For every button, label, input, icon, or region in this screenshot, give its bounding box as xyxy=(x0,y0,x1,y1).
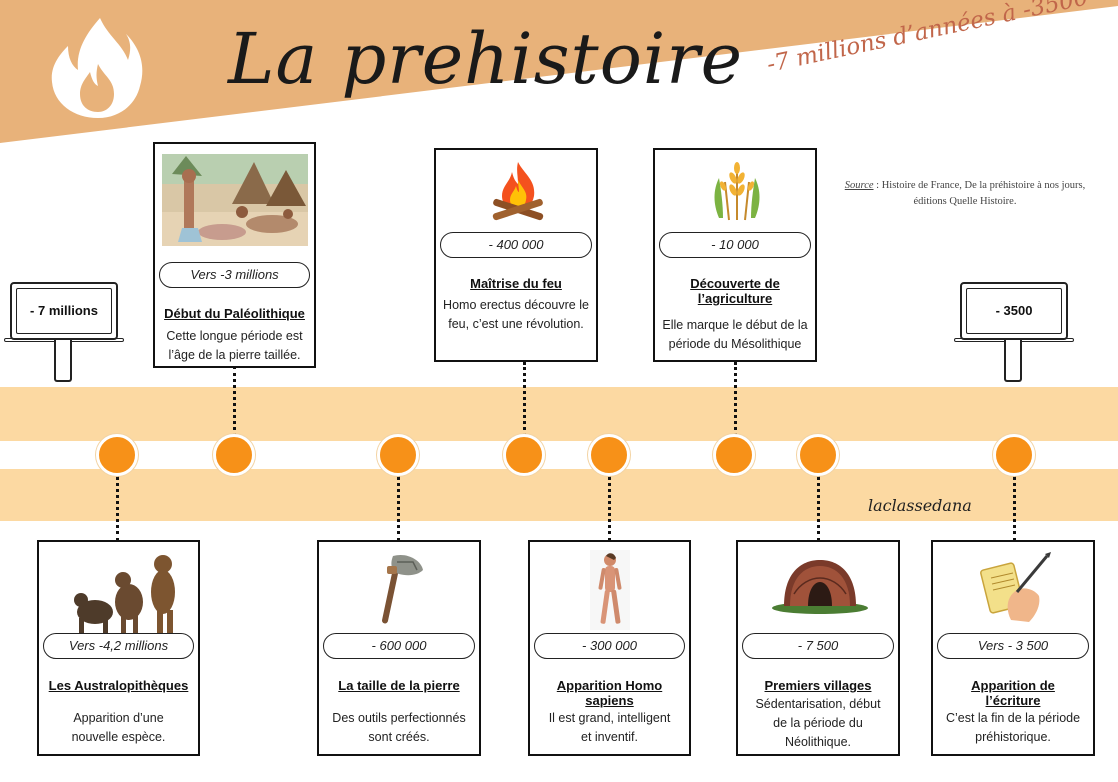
signpost-board: - 7 millions xyxy=(10,282,118,340)
event-description: C’est la fin de la période préhistorique… xyxy=(945,711,1081,744)
event-card-australopitheques: Vers -4,2 millions Les Australopithèques… xyxy=(37,540,200,756)
watermark: laclassedana xyxy=(868,496,972,515)
timeline-dot xyxy=(993,434,1035,476)
source-note: Source : Histoire de France, De la préhi… xyxy=(820,178,1110,211)
event-title: Premiers villages xyxy=(764,678,872,693)
event-title: Découverte de l’agriculture xyxy=(690,276,780,306)
event-description: Apparition d’une nouvelle espèce. xyxy=(71,711,166,744)
event-date: Vers -4,2 millions xyxy=(43,633,194,659)
timeline-dot xyxy=(377,434,419,476)
event-card-feu: - 400 000 Maîtrise du feu Homo erectus d… xyxy=(434,148,598,362)
event-date: - 10 000 xyxy=(659,232,811,258)
event-date: Vers - 3 500 xyxy=(937,633,1089,659)
event-title: La taille de la pierre xyxy=(338,678,460,693)
timeline-dot xyxy=(588,434,630,476)
event-description: Sédentarisation, début de la période du … xyxy=(755,697,881,749)
signpost-label: - 3500 xyxy=(995,303,1033,318)
connector-line xyxy=(523,362,526,436)
timeline-dot xyxy=(503,434,545,476)
event-description: Elle marque le début de la période du Mé… xyxy=(662,318,808,351)
hunters-camp-illustration xyxy=(162,154,308,246)
timeline-band-bottom xyxy=(0,469,1118,521)
page-title: La prehistoire xyxy=(228,18,744,100)
event-date: - 600 000 xyxy=(323,633,475,659)
timeline-dot xyxy=(797,434,839,476)
event-card-premiers-villages: - 7 500 Premiers villages Sédentarisatio… xyxy=(736,540,900,756)
event-description: Des outils perfectionnés sont créés. xyxy=(332,711,466,744)
event-card-paleolithique: Vers -3 millions Début du Paléolithique … xyxy=(153,142,316,368)
hut-icon xyxy=(772,560,868,614)
source-text: : Histoire de France, De la préhistoire … xyxy=(873,180,1086,191)
event-date: Vers -3 millions xyxy=(159,262,310,288)
connector-line xyxy=(397,476,400,542)
event-card-ecriture: Vers - 3 500 Apparition de l’écriture C’… xyxy=(931,540,1095,756)
header-band xyxy=(0,0,1118,143)
signpost-post xyxy=(1004,340,1022,382)
connector-line xyxy=(1013,476,1016,542)
event-card-taille-pierre: - 600 000 La taille de la pierre Des out… xyxy=(317,540,481,756)
event-description: Il est grand, intelligent et inventif. xyxy=(548,711,671,744)
event-title: Les Australopithèques xyxy=(48,678,189,693)
timeline-dot xyxy=(213,434,255,476)
event-description: Cette longue période est l’âge de la pie… xyxy=(166,329,303,362)
connector-line xyxy=(116,476,119,542)
connector-line xyxy=(608,476,611,542)
connector-line xyxy=(817,476,820,542)
flame-icon xyxy=(51,18,143,118)
source-label: Source xyxy=(844,180,874,191)
stone-axe-icon xyxy=(382,554,423,624)
event-date: - 300 000 xyxy=(534,633,685,659)
event-title: Début du Paléolithique xyxy=(164,306,305,321)
signpost-post xyxy=(54,340,72,382)
connector-line xyxy=(233,366,236,436)
event-date: - 400 000 xyxy=(440,232,592,258)
event-card-homo-sapiens: - 300 000 Apparition Homo sapiens Il est… xyxy=(528,540,691,756)
event-title: Apparition Homo sapiens xyxy=(556,678,663,708)
signpost-board: - 3500 xyxy=(960,282,1068,340)
timeline-band-top xyxy=(0,387,1118,441)
event-card-agriculture: - 10 000 Découverte de l’agriculture Ell… xyxy=(653,148,817,362)
event-title: Maîtrise du feu xyxy=(470,276,562,291)
wheat-icon xyxy=(714,162,760,221)
event-date: - 7 500 xyxy=(742,633,894,659)
writing-hand-icon xyxy=(980,552,1051,622)
event-title: Apparition de l’écriture xyxy=(971,678,1055,708)
timeline-dot xyxy=(96,434,138,476)
apes-evolution-icon xyxy=(74,555,175,636)
timeline-dot xyxy=(713,434,755,476)
event-description: Homo erectus découvre le feu, c’est une … xyxy=(443,298,589,331)
connector-line xyxy=(734,362,737,436)
campfire-icon xyxy=(492,162,544,221)
homo-sapiens-icon xyxy=(590,550,630,630)
signpost-label: - 7 millions xyxy=(30,303,98,318)
source-text-2: éditions Quelle Histoire. xyxy=(913,196,1017,208)
